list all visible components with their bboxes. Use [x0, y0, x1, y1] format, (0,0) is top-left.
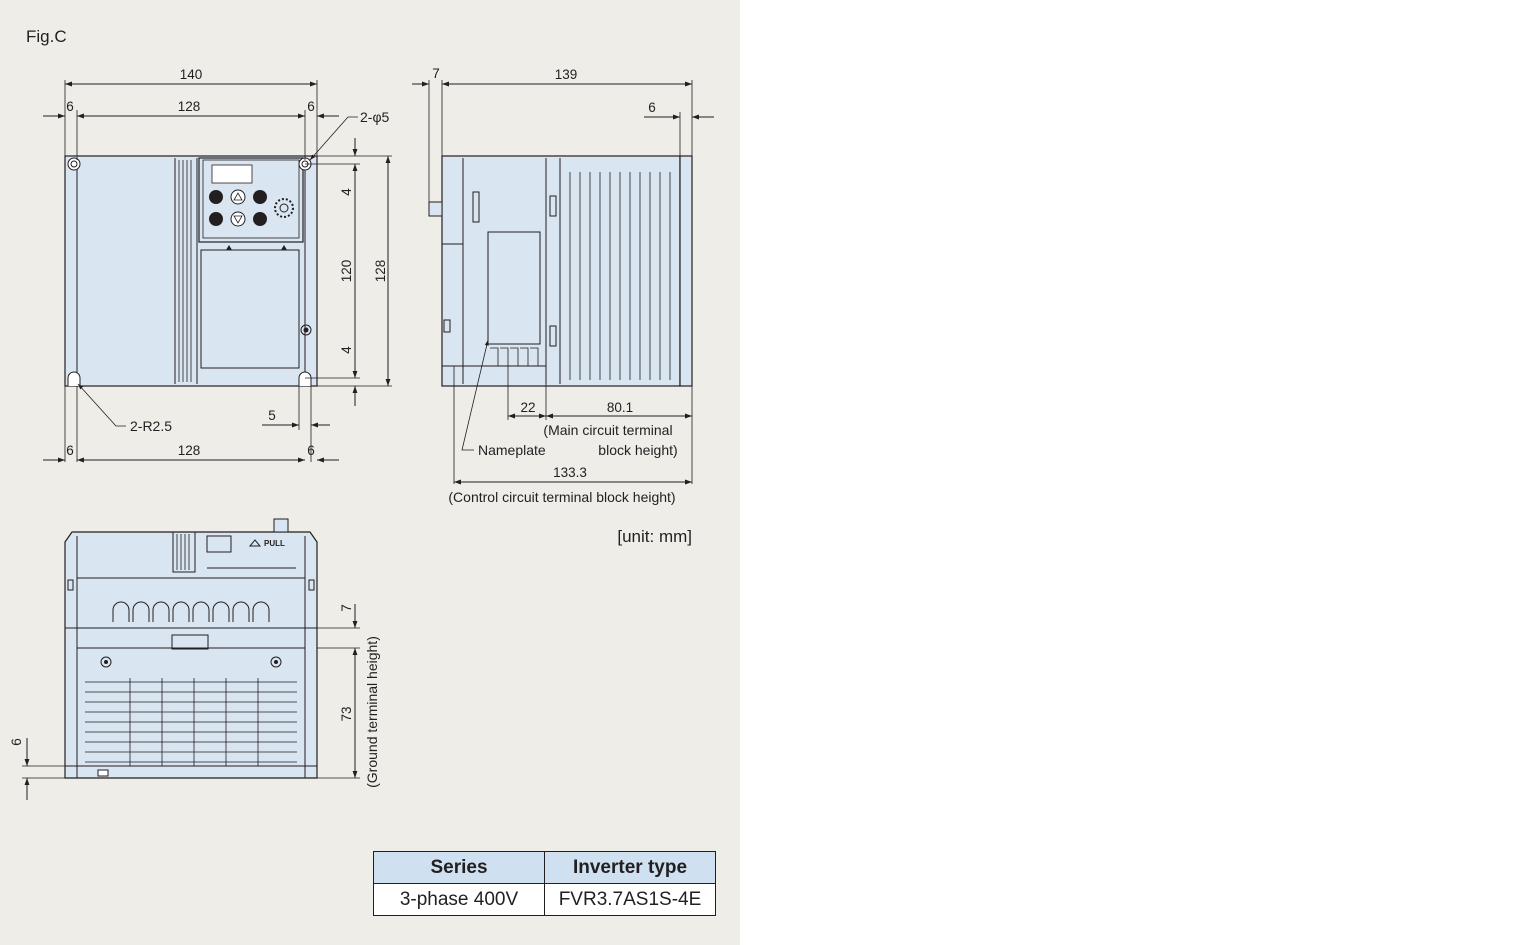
- dim-top-step: 7: [339, 604, 354, 612]
- cell-inverter-type: FVR3.7AS1S-4E: [544, 883, 716, 916]
- unit-note: [unit: mm]: [617, 527, 692, 546]
- bottom-housing: [64, 531, 318, 779]
- dim-overall-width: 140: [180, 67, 203, 82]
- dim-knob-depth: 7: [432, 66, 440, 81]
- mount-slot-icon: [67, 371, 81, 386]
- dimension-drawing: Fig.C: [9, 27, 714, 800]
- dim-slot-width: 5: [268, 408, 276, 423]
- heatsink-fins: [178, 160, 192, 382]
- up-key-icon: [230, 189, 246, 205]
- dim-hole-pitch-vertical: 120: [339, 260, 354, 283]
- dim-ground-terminal-height: 73: [339, 706, 354, 721]
- dim-main-terminal-height: 80.1: [607, 400, 633, 415]
- down-key-icon: [230, 211, 246, 227]
- knob-icon: [428, 201, 443, 217]
- dim-bottom-offset: 4: [339, 346, 354, 354]
- dim-edge-right-top: 6: [307, 99, 315, 114]
- dim-foot-height: 6: [9, 738, 24, 746]
- header-series: Series: [373, 851, 545, 884]
- front-view: 140 128 6 6 2-φ5 128 120 4 4 2-R2.5 5 6 …: [43, 67, 392, 463]
- terminal-cover: [200, 249, 300, 369]
- func-key-icon: [209, 212, 223, 226]
- vent-lines: [569, 172, 671, 380]
- caption-control-terminal: (Control circuit terminal block height): [448, 489, 675, 505]
- table-row: 3-phase 400V FVR3.7AS1S-4E: [373, 883, 716, 916]
- terminal-screws: [112, 601, 270, 622]
- caption-ground-terminal: (Ground terminal height): [364, 636, 380, 788]
- stop-key-icon: [253, 212, 267, 226]
- pull-label: PULL: [264, 539, 285, 548]
- dim-edge-right-bottom: 6: [307, 443, 315, 458]
- nameplate-area: [487, 231, 541, 345]
- dim-hole-pitch-bottom: 128: [178, 443, 201, 458]
- label-nameplate: Nameplate: [478, 442, 546, 458]
- table-header-row: Series Inverter type: [373, 851, 716, 884]
- side-view: 7 139 6 22 80.1 (Main circuit terminal b…: [412, 66, 714, 505]
- run-key-icon: [253, 190, 267, 204]
- spec-table: Series Inverter type 3-phase 400V FVR3.7…: [373, 851, 716, 916]
- mount-slot-icon: [298, 371, 312, 386]
- led-display: [211, 164, 253, 184]
- header-inverter-type: Inverter type: [544, 851, 716, 884]
- cell-series: 3-phase 400V: [373, 883, 545, 916]
- dim-main-terminal-offset: 22: [520, 400, 535, 415]
- dim-edge-left-top: 6: [66, 99, 74, 114]
- label-mount-holes: 2-φ5: [360, 109, 390, 125]
- caption-main-terminal-1: (Main circuit terminal: [543, 422, 672, 438]
- side-housing: [441, 155, 681, 387]
- label-mount-slots: 2-R2.5: [130, 418, 172, 434]
- dim-hole-pitch-top: 128: [178, 99, 201, 114]
- caption-main-terminal-2: block height): [598, 442, 677, 458]
- prg-key-icon: [209, 190, 223, 204]
- mount-hole-icon: [67, 157, 81, 171]
- potentiometer-icon: [274, 198, 294, 218]
- dim-control-terminal-height: 133.3: [553, 465, 587, 480]
- dim-top-offset: 4: [339, 188, 354, 196]
- dim-edge-left-bottom: 6: [66, 443, 74, 458]
- dim-rear-offset: 6: [648, 100, 656, 115]
- bottom-view: PULL 7: [9, 518, 380, 800]
- vent-grille: [85, 678, 297, 766]
- dim-overall-height: 128: [373, 260, 388, 283]
- dim-depth: 139: [555, 67, 578, 82]
- figure-label: Fig.C: [26, 27, 67, 46]
